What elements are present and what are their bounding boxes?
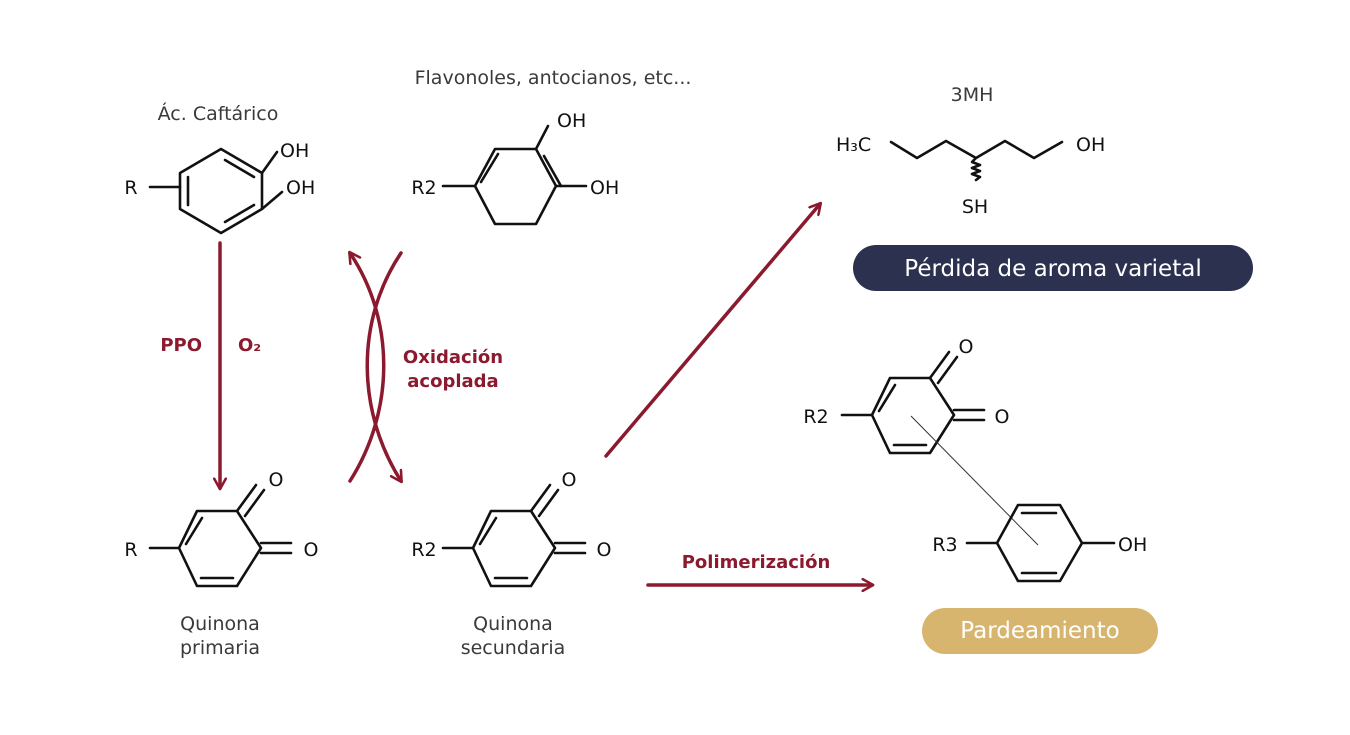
molecule-fenol-r3: R3 OH [932, 503, 1147, 583]
molecule-3mh: H₃C OH SH [836, 134, 1105, 218]
polymer-link-line [910, 415, 1039, 546]
o-atom: O [597, 539, 612, 561]
mh3-label: 3MH [951, 84, 994, 106]
r3-atom: R3 [932, 534, 957, 556]
r-atom: R [124, 539, 137, 561]
molecule-flavonoles: R2 OH OH [411, 110, 619, 226]
polimerizacion-label: Polimerización [682, 552, 831, 573]
acoplada-label: acoplada [407, 371, 498, 392]
arrow-oxidacion-acoplada: Oxidación acoplada [350, 253, 503, 481]
arrow-ppo: PPO O₂ [160, 241, 261, 488]
r2-atom: R2 [411, 177, 436, 199]
pill-pardeamiento-text: Pardeamiento [960, 618, 1119, 644]
caftarico-label: Ác. Caftárico [158, 102, 279, 125]
oh-atom: OH [1118, 534, 1147, 556]
r-atom: R [124, 177, 137, 199]
quinona-primaria-label: primaria [180, 637, 260, 659]
pill-pardeamiento: Pardeamiento [922, 608, 1158, 654]
arrow-to-3mh [604, 204, 820, 458]
ppo-label: PPO [160, 335, 202, 356]
molecule-quinona-secundaria: R2 O O [411, 469, 612, 588]
o-atom: O [304, 539, 319, 561]
oh-atom: OH [286, 177, 315, 199]
sh-atom: SH [962, 196, 988, 218]
pill-perdida-aroma: Pérdida de aroma varietal [853, 245, 1253, 291]
molecule-caftarico: R OH OH [124, 140, 315, 235]
oh-atom: OH [590, 177, 619, 199]
molecule-quinona-polimero: R2 O O [803, 336, 1010, 455]
quinona-primaria-label: Quinona [180, 613, 260, 635]
oh-atom: OH [557, 110, 586, 132]
oh-atom: OH [1076, 134, 1105, 156]
o2-label: O₂ [238, 335, 261, 356]
flavonoles-label: Flavonoles, antocianos, etc... [415, 67, 692, 89]
oxidacion-label: Oxidación [403, 347, 503, 368]
quinona-secundaria-label: secundaria [461, 637, 566, 659]
h3c-atom: H₃C [836, 134, 871, 156]
quinona-secundaria-label: Quinona [473, 613, 553, 635]
o-atom: O [959, 336, 974, 358]
oh-atom: OH [280, 140, 309, 162]
pill-perdida-text: Pérdida de aroma varietal [904, 256, 1201, 282]
o-atom: O [269, 469, 284, 491]
r2-atom: R2 [803, 406, 828, 428]
molecule-quinona-primaria: R O O [124, 469, 319, 588]
r2-atom: R2 [411, 539, 436, 561]
arrow-polimerizacion: Polimerización [646, 552, 872, 585]
o-atom: O [995, 406, 1010, 428]
o-atom: O [562, 469, 577, 491]
